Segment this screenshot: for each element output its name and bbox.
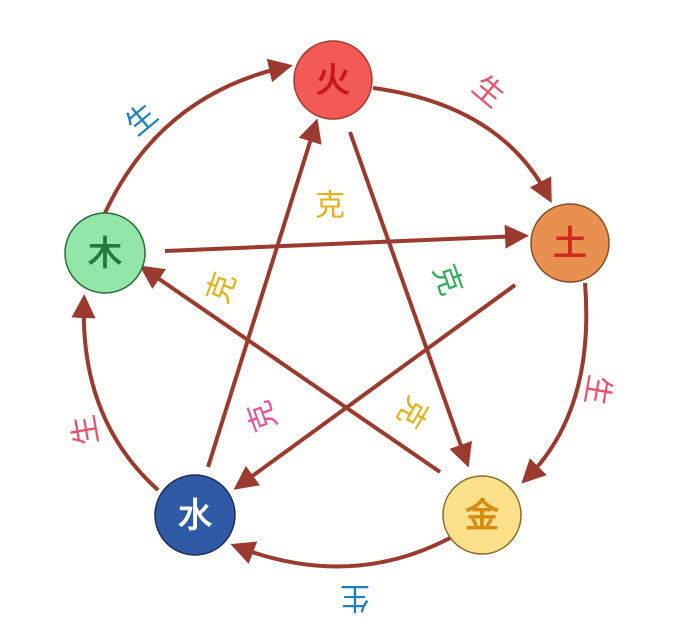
- arrow-water-to-wood: [71, 294, 160, 492]
- label-ke-water-fire: 克: [241, 396, 284, 436]
- label-ke-metal-wood: 克: [200, 268, 243, 308]
- arrow-earth-to-metal: [521, 282, 589, 484]
- node-wood: 木: [64, 212, 146, 294]
- label-sheng-earth-metal: 生: [577, 372, 617, 408]
- arrow-fire-to-metal: [348, 131, 472, 468]
- label-ke-earth-water: 克: [389, 390, 434, 433]
- arrow-wood-to-earth: [164, 224, 529, 253]
- label-ke-fire-metal: 克: [425, 260, 468, 300]
- node-wood-label: 木: [87, 234, 122, 274]
- label-sheng-fire-earth: 生: [465, 69, 510, 115]
- node-metal: 金: [442, 475, 522, 555]
- arrow-water-to-fire: [206, 118, 322, 468]
- node-metal-label: 金: [464, 496, 500, 536]
- node-fire-label: 火: [316, 61, 350, 101]
- arrow-metal-to-water: [230, 536, 451, 569]
- node-water: 水: [154, 474, 236, 556]
- node-earth: 土: [530, 203, 610, 283]
- arrow-fire-to-earth: [372, 86, 552, 204]
- label-sheng-water-wood: 生: [66, 412, 106, 448]
- arrow-metal-to-wood: [139, 265, 442, 474]
- node-fire: 火: [293, 40, 373, 120]
- node-water-label: 水: [178, 496, 213, 536]
- node-earth-label: 土: [553, 224, 587, 264]
- label-ke-wood-earth: 克: [315, 189, 345, 224]
- arrow-earth-to-water: [233, 283, 517, 490]
- arrow-wood-to-fire: [103, 58, 293, 214]
- label-sheng-metal-water: 生: [340, 580, 370, 615]
